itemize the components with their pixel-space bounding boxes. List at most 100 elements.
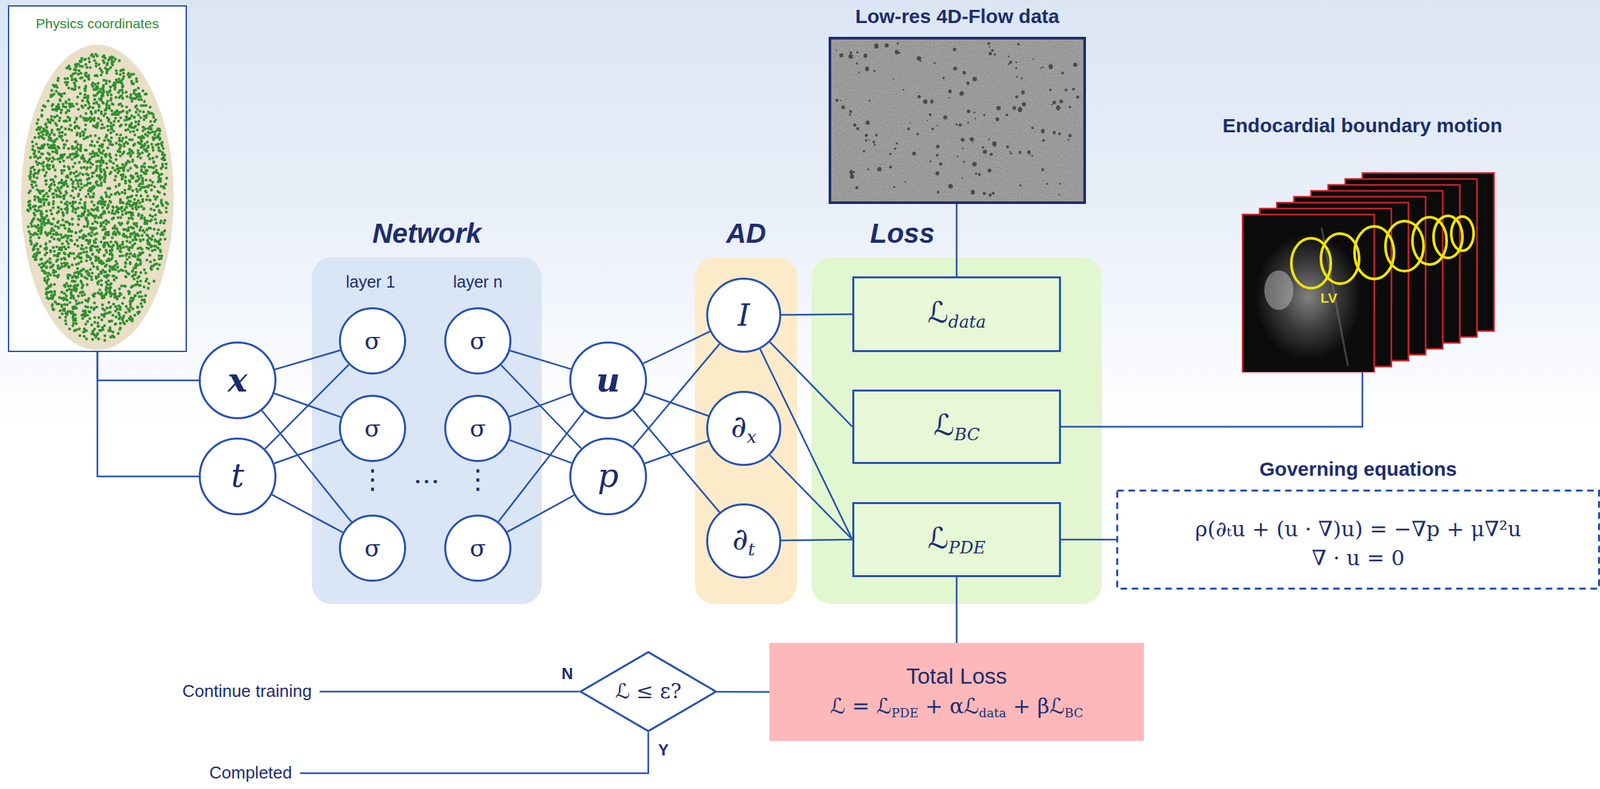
output-node: u: [569, 341, 647, 420]
text-slot: Continue training: [182, 681, 312, 702]
text-stack: σ: [364, 414, 382, 442]
text-slot: Governing equations: [1116, 458, 1600, 482]
loss-box: ℒPDE: [852, 502, 1061, 578]
text-slot: ρ(∂ₜu + (u · ∇)u) = −∇p + μ∇²u: [1116, 517, 1600, 542]
connector-line: [781, 314, 853, 316]
leader-line: [319, 691, 580, 694]
loss-formula: ℒ = ℒPDE + αℒdata + βℒBC: [829, 694, 1083, 721]
image-ground: [828, 36, 1086, 205]
operator-label: I: [737, 298, 750, 334]
connector-line: [509, 393, 572, 417]
activation-label: σ: [364, 534, 382, 562]
coordinate-panel: Physics coordinates: [7, 5, 187, 353]
operator-label: ∂x: [731, 409, 757, 447]
operator-node: ∂t: [706, 503, 782, 579]
neuron-node: σ: [338, 514, 407, 582]
text-slot: …: [393, 460, 460, 488]
text-stack: σ: [364, 534, 382, 562]
text-slot: layer 1: [331, 272, 411, 292]
connector-line: [97, 352, 199, 477]
anatomy-label: LV: [1320, 290, 1337, 306]
neuron-node: σ: [338, 394, 407, 463]
panel-heading: Governing equations: [1259, 458, 1457, 482]
connector-line: [274, 439, 341, 464]
ellipsis-mark: …: [413, 460, 440, 488]
connector-line: [1060, 372, 1363, 428]
panel-heading: Low-res 4D-Flow data: [854, 5, 1059, 29]
flow-image: [828, 36, 1086, 205]
text-slot: Network: [311, 217, 542, 250]
network-band: Networklayer 1layer nσσσσσσ: [311, 257, 542, 605]
text-stack: σ: [364, 327, 382, 355]
connector-line: [265, 364, 349, 449]
text-slot: Physics coordinates: [9, 15, 186, 32]
neuron-node: σ: [444, 307, 512, 375]
outcome-label: Continue training: [182, 681, 312, 702]
text-slot: LV: [1295, 290, 1362, 306]
lv-contour: [1320, 233, 1360, 284]
flow-data-panel: Low-res 4D-Flow data: [828, 2, 1086, 205]
panel-heading: Endocardial boundary motion: [1222, 114, 1502, 138]
mri-tissue: [1255, 234, 1362, 360]
subscript: BC: [954, 424, 981, 445]
subscript: t: [748, 539, 756, 560]
text-slot: ∇ · u = 0: [1116, 546, 1600, 571]
collocation-points: [26, 52, 170, 342]
lv-contour: [1433, 215, 1463, 259]
point-cloud: [7, 5, 187, 353]
input-node: t: [198, 437, 277, 516]
lv-contour: [1385, 221, 1424, 272]
subscript: data: [948, 311, 986, 332]
variable-label: t: [231, 457, 245, 496]
text-slot: ⋮: [444, 465, 511, 493]
variable-label: u: [596, 361, 620, 400]
connector-line: [781, 539, 853, 541]
connector-line: [955, 577, 958, 644]
loss-term: ℒBC: [933, 408, 980, 445]
activation-label: σ: [469, 414, 487, 442]
neuron-node: σ: [444, 514, 512, 582]
box-title: Total Loss: [829, 663, 1083, 690]
connector-line: [97, 352, 199, 381]
text-slot: N: [534, 664, 601, 684]
subscript: PDE: [948, 537, 986, 558]
image-frame: [829, 38, 1085, 203]
connector-line: [717, 691, 771, 694]
panel-title: Physics coordinates: [36, 15, 160, 32]
band-ground: [811, 257, 1102, 605]
text-slot: ⋮: [339, 465, 406, 493]
variable-label: p: [597, 457, 619, 496]
activation-label: σ: [469, 534, 487, 562]
text-stack: u: [596, 361, 620, 400]
text-stack: σ: [469, 414, 487, 442]
connector-line: [1060, 539, 1117, 542]
text-stack: x: [227, 361, 248, 400]
text-slot: layer n: [438, 272, 518, 292]
text-stack: ℒ ≤ ε?: [615, 679, 682, 704]
text-slot: Completed: [209, 763, 293, 784]
text-stack: ℒBC: [933, 408, 980, 445]
loss-term: ℒdata: [927, 296, 986, 332]
operator-node: I: [706, 277, 782, 353]
band-ground: [695, 257, 798, 605]
text-stack: ℒPDE: [928, 521, 986, 558]
subscript: PDE: [891, 706, 919, 721]
loss-band: LossℒdataℒBCℒPDE: [811, 257, 1102, 605]
text-stack: ∂t: [732, 521, 756, 560]
text-slot: Low-res 4D-Flow data: [828, 5, 1086, 29]
text-stack: ∂x: [731, 409, 757, 447]
connector-line: [271, 494, 343, 533]
leader-line: [300, 732, 649, 774]
text-stack: ℒdata: [927, 296, 986, 332]
band-heading: Network: [372, 217, 482, 250]
connector-line: [770, 342, 853, 428]
variable-label: x: [227, 361, 248, 400]
activation-label: σ: [364, 327, 382, 355]
text-stack: p: [597, 457, 619, 496]
subscript: x: [746, 426, 757, 447]
ellipsis-mark: ⋮: [464, 465, 491, 493]
loss-term: ℒPDE: [928, 521, 986, 558]
activation-label: σ: [364, 414, 382, 442]
connector-line: [770, 455, 853, 540]
